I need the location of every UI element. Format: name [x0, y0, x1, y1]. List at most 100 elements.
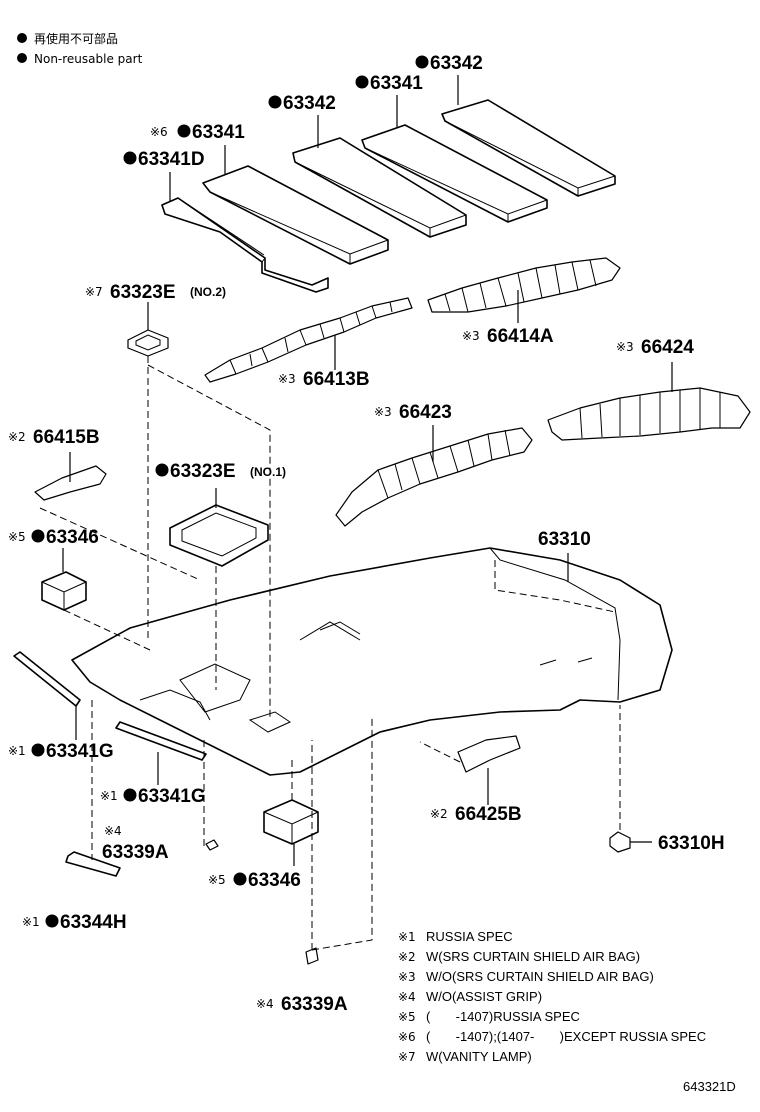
box-63346b-shape [263, 799, 319, 845]
svg-text:63346: 63346 [248, 870, 301, 891]
silencer-66423-shape [335, 427, 533, 527]
strip-63341Gb-shape [115, 721, 207, 761]
svg-text:63341D: 63341D [138, 149, 205, 170]
svg-text:W(SRS CURTAIN SHIELD AIR BAG): W(SRS CURTAIN SHIELD AIR BAG) [426, 949, 640, 964]
non-reusable-dot-icon [233, 872, 247, 886]
svg-text:※6: ※6 [398, 1030, 416, 1044]
clip-63339Ab-shape [305, 947, 319, 965]
non-reusable-dot-icon [31, 529, 45, 543]
label-63346-b: ※5 63346 [208, 870, 301, 891]
svg-text:63346: 63346 [46, 527, 99, 548]
non-reusable-dot-icon [123, 151, 137, 165]
svg-text:66415B: 66415B [33, 427, 100, 448]
label-66413B: ※3 66413B [278, 369, 370, 390]
svg-text:※4: ※4 [256, 997, 274, 1011]
svg-text:(NO.2): (NO.2) [190, 285, 226, 299]
svg-text:※2: ※2 [398, 950, 416, 964]
non-reusable-dot-icon [31, 743, 45, 757]
svg-text:※7: ※7 [85, 285, 103, 299]
label-63341G-a: ※1 63341G [8, 741, 114, 762]
label-63339A-b: ※4 63339A [256, 994, 348, 1015]
svg-text:63341: 63341 [192, 122, 245, 143]
label-63323E-no1: 63323E (NO.1) [155, 461, 286, 482]
legend: 再使用不可部品 Non-reusable part [17, 31, 143, 66]
non-reusable-dot-icon [123, 788, 137, 802]
label-63344H: ※1 63344H [22, 912, 127, 933]
svg-text:※3: ※3 [462, 329, 480, 343]
label-63341D: 63341D [123, 149, 205, 170]
label-66423: ※3 66423 [374, 402, 452, 423]
label-63339A-a: ※4 63339A [102, 824, 169, 863]
clip-63339Aa-shape [205, 839, 219, 851]
diagram-code: 643321D [683, 1079, 736, 1094]
label-66424: ※3 66424 [616, 337, 694, 358]
svg-text:W/O(ASSIST GRIP): W/O(ASSIST GRIP) [426, 989, 542, 1004]
svg-text:66424: 66424 [641, 337, 694, 358]
label-66415B: ※2 66415B [8, 427, 100, 448]
svg-text:66414A: 66414A [487, 326, 554, 347]
svg-text:63342: 63342 [430, 53, 483, 74]
svg-text:※3: ※3 [374, 405, 392, 419]
non-reusable-dot-icon [355, 75, 369, 89]
svg-text:※1: ※1 [8, 744, 26, 758]
bracket-66425B-shape [457, 735, 521, 773]
bracket-66415B-shape [34, 465, 107, 501]
svg-text:※5: ※5 [398, 1010, 416, 1024]
svg-text:W/O(SRS CURTAIN SHIELD AIR BAG: W/O(SRS CURTAIN SHIELD AIR BAG) [426, 969, 654, 984]
svg-text:RUSSIA SPEC: RUSSIA SPEC [426, 929, 513, 944]
legend-dot-icon [17, 53, 27, 63]
svg-text:※6: ※6 [150, 125, 168, 139]
svg-text:※1: ※1 [22, 915, 40, 929]
svg-text:( -1407);(1407- )E: ( -1407);(1407- )EXCEPT RUSSIA SPEC [426, 1029, 706, 1044]
guide-lines [39, 356, 621, 951]
svg-text:66425B: 66425B [455, 804, 522, 825]
svg-text:63323E: 63323E [170, 461, 236, 482]
svg-text:※1: ※1 [100, 789, 118, 803]
svg-text:※5: ※5 [208, 873, 226, 887]
svg-text:66413B: 66413B [303, 369, 370, 390]
label-63342-top: 63342 [415, 53, 483, 74]
part-labels: 63342 63341 63342 ※6 63341 63341D ※7 633… [8, 53, 725, 1015]
svg-text:63341G: 63341G [138, 786, 206, 807]
legend-dot-icon [17, 33, 27, 43]
clip-63310H-shape [609, 831, 631, 853]
non-reusable-dot-icon [177, 124, 191, 138]
strip-63341Ga-shape [13, 651, 81, 707]
svg-text:63323E: 63323E [110, 282, 176, 303]
non-reusable-dot-icon [45, 914, 59, 928]
legend-ja: 再使用不可部品 [34, 31, 118, 46]
footnotes: ※1 RUSSIA SPEC ※2 W(SRS CURTAIN SHIELD A… [398, 929, 706, 1064]
svg-text:※1: ※1 [398, 930, 416, 944]
non-reusable-dot-icon [268, 95, 282, 109]
svg-text:※3: ※3 [616, 340, 634, 354]
label-63346-a: ※5 63346 [8, 527, 99, 548]
box-63346a-shape [41, 571, 87, 611]
svg-text:※2: ※2 [8, 430, 26, 444]
svg-text:※3: ※3 [398, 970, 416, 984]
label-63310H: 63310H [658, 833, 725, 854]
svg-text:※7: ※7 [398, 1050, 416, 1064]
svg-text:63341: 63341 [370, 73, 423, 94]
svg-text:63342: 63342 [283, 93, 336, 114]
roof-pads [161, 99, 616, 293]
label-66425B: ※2 66425B [430, 804, 522, 825]
svg-text:※3: ※3 [278, 372, 296, 386]
frame-63323E-no2-shape [127, 329, 169, 357]
svg-text:※4: ※4 [104, 824, 122, 838]
leader-lines [62, 75, 673, 866]
svg-text:63339A: 63339A [281, 994, 348, 1015]
svg-text:63310: 63310 [538, 529, 591, 550]
svg-text:W(VANITY LAMP): W(VANITY LAMP) [426, 1049, 532, 1064]
silencer-66414A-shape [427, 257, 621, 313]
label-63341G-b: ※1 63341G [100, 786, 206, 807]
label-63310: 63310 [538, 529, 591, 550]
svg-text:63341G: 63341G [46, 741, 114, 762]
non-reusable-dot-icon [415, 55, 429, 69]
label-63341-top: 63341 [355, 73, 423, 94]
headliner-63310 [71, 547, 673, 776]
legend-en: Non-reusable part [34, 52, 143, 66]
silencer-66413B-shape [204, 297, 413, 383]
svg-text:(NO.1): (NO.1) [250, 465, 286, 479]
svg-text:66423: 66423 [399, 402, 452, 423]
non-reusable-dot-icon [155, 463, 169, 477]
